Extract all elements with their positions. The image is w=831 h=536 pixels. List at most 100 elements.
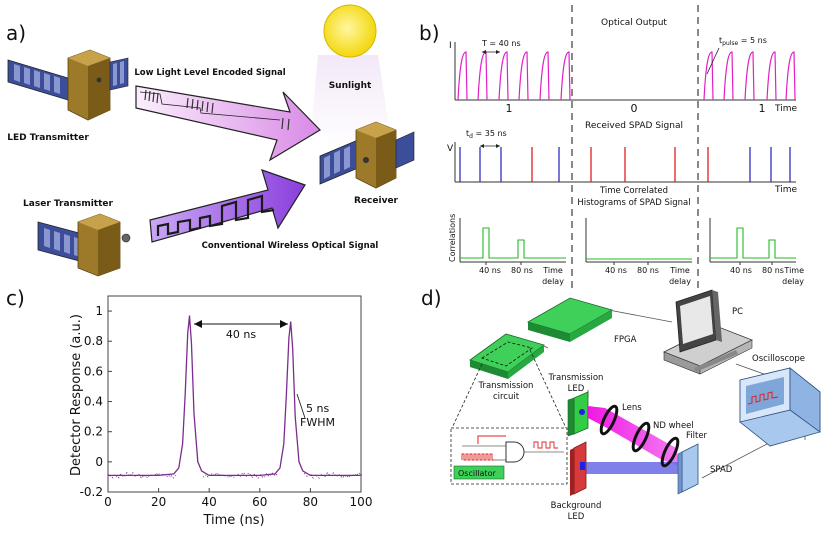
spad-signal-label: Received SPAD Signal — [585, 121, 683, 131]
histogram-1: 40 ns 80 ns Time delay — [459, 218, 566, 286]
encoded-photon-ticks — [144, 89, 290, 131]
laser-transmitter-label: Laser Transmitter — [23, 199, 113, 209]
lens-icon — [599, 404, 619, 436]
optical-pulse — [766, 51, 777, 101]
bit-one-label-2: 1 — [759, 102, 766, 115]
x-tick-label: 60 — [252, 495, 267, 509]
low-light-signal-label: Low Light Level Encoded Signal — [134, 68, 285, 78]
zoom-line-left — [451, 363, 483, 429]
spad-spikes — [459, 147, 791, 182]
optical-pulse — [477, 51, 488, 101]
svg-text:80 ns: 80 ns — [511, 266, 533, 275]
histogram-title-2: Histograms of SPAD Signal — [577, 198, 690, 208]
panel-d: d) FPGA Transmission circuit — [421, 286, 821, 522]
x-tick-label: 0 — [104, 495, 112, 509]
transmission-circuit-icon — [469, 333, 545, 379]
nd-wheel-icon — [631, 421, 651, 453]
svg-text:40 ns: 40 ns — [605, 266, 627, 275]
background-beam — [582, 462, 682, 474]
square-wave-signal — [156, 194, 275, 236]
spad-detector-icon — [677, 443, 699, 495]
svg-text:delay: delay — [782, 277, 804, 286]
optical-pulse — [744, 51, 755, 101]
background-led-label-2: LED — [568, 512, 585, 522]
lens-label: Lens — [622, 403, 642, 413]
transmission-circuit-label-2: circuit — [493, 392, 520, 402]
chart-xlabel: Time (ns) — [202, 513, 264, 528]
voltage-axis-label: V — [447, 144, 454, 154]
y-tick-label: 0.4 — [84, 395, 103, 409]
fpga-label: FPGA — [614, 335, 637, 345]
y-tick-label: 1 — [95, 304, 103, 318]
optical-pulse — [518, 51, 529, 101]
background-led-label-1: Background — [551, 501, 602, 511]
correlations-axis-label: Correlations — [448, 214, 457, 262]
svg-text:40 ns: 40 ns — [479, 266, 501, 275]
panel-b: b) Optical Output I Time 1 0 1 T = 40 ns… — [419, 5, 804, 290]
y-tick-label: 0.8 — [84, 334, 103, 348]
histogram-3: 40 ns 80 ns Time delay — [709, 218, 804, 286]
sunlight-label: Sunlight — [329, 81, 372, 91]
sun-icon — [323, 4, 377, 58]
fpga-board-icon — [526, 297, 614, 342]
transmission-led-label-1: Transmission — [548, 373, 604, 383]
fwhm-label-2: FWHM — [300, 416, 335, 429]
circuit-inset-content: Oscillator — [453, 435, 564, 480]
x-tick-label: 80 — [303, 495, 318, 509]
receiver-label: Receiver — [354, 196, 399, 206]
histogram-2: 40 ns 80 ns Time delay — [585, 218, 692, 286]
pc-label: PC — [732, 307, 743, 317]
fwhm-label-1: 5 ns — [306, 402, 329, 415]
optical-time-label: Time — [774, 104, 797, 114]
transmission-led-label-2: LED — [568, 384, 585, 394]
intensity-axis-label: I — [449, 41, 452, 51]
svg-text:delay: delay — [542, 277, 564, 286]
svg-text:40 ns: 40 ns — [730, 266, 752, 275]
bit-one-label: 1 — [506, 102, 513, 115]
y-tick-label: -0.2 — [80, 485, 103, 499]
nd-wheel-label: ND wheel — [653, 421, 694, 431]
laser-satellite-icon — [37, 213, 131, 277]
delay-label: td = 35 ns — [466, 129, 507, 140]
optical-pulse — [703, 51, 714, 101]
transmission-circuit-label-1: Transmission — [478, 381, 534, 391]
oscillator-label: Oscillator — [458, 469, 496, 478]
background-led-icon — [570, 441, 587, 496]
svg-text:delay: delay — [669, 277, 691, 286]
aperture-icon — [660, 436, 680, 468]
svg-text:80 ns: 80 ns — [637, 266, 659, 275]
pc-icon — [663, 289, 753, 375]
pulse-width-label: tpulse = 5 ns — [719, 36, 767, 47]
zoom-line-right — [529, 349, 567, 429]
led-signal-arrow — [135, 85, 321, 162]
optical-output-label: Optical Output — [601, 18, 667, 28]
detector-response-line — [108, 315, 361, 477]
bit-zero-label: 0 — [631, 102, 638, 115]
spad-time-label: Time — [774, 185, 797, 195]
pulse-width-pointer — [706, 47, 720, 75]
delay-arrow-heads — [480, 144, 500, 148]
oscilloscope-label: Oscilloscope — [752, 354, 805, 364]
histogram-title-1: Time Correlated — [599, 186, 668, 196]
svg-text:Time: Time — [669, 266, 690, 275]
y-tick-label: 0.2 — [84, 425, 103, 439]
spacing-label: 40 ns — [226, 328, 256, 341]
transmission-led-icon — [567, 391, 589, 437]
and-gate-icon — [505, 441, 525, 463]
svg-text:Time: Time — [783, 266, 804, 275]
optical-pulses — [457, 51, 796, 101]
period-arrow-heads — [482, 50, 500, 54]
laser-signal-arrow — [149, 169, 306, 243]
optical-pulse — [498, 51, 509, 101]
panel-d-label: d) — [421, 286, 442, 310]
filter-label: Filter — [686, 431, 708, 441]
chart-frame — [107, 295, 362, 493]
receiver-satellite-icon — [319, 121, 415, 189]
conventional-signal-label: Conventional Wireless Optical Signal — [202, 241, 379, 251]
transmission-beam — [588, 406, 680, 466]
x-tick-label: 20 — [151, 495, 166, 509]
optical-pulse — [560, 51, 571, 101]
